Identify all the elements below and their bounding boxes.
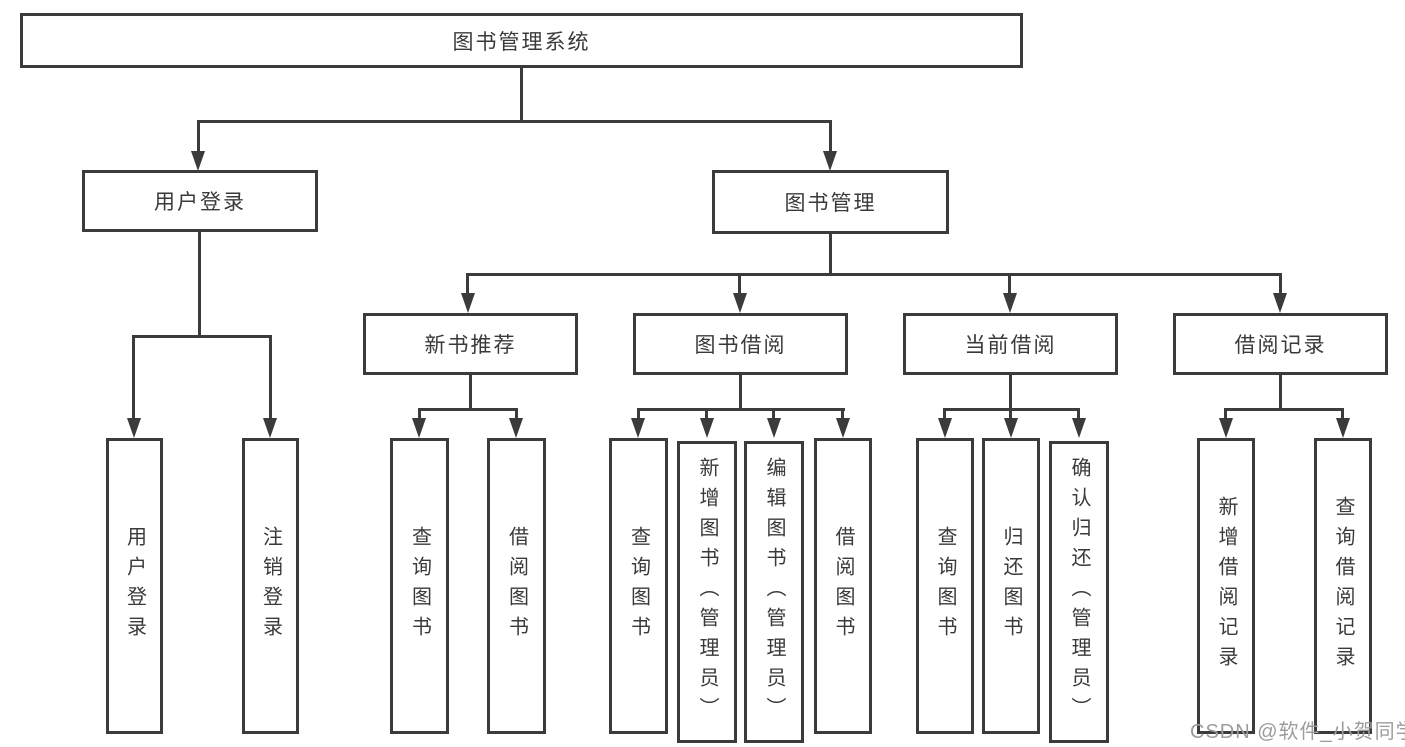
arrow-down-icon — [938, 418, 952, 438]
connector-line — [132, 335, 272, 338]
arrow-down-icon — [263, 418, 277, 438]
connector-line — [469, 375, 472, 411]
arrow-down-icon — [1072, 418, 1086, 438]
arrow-down-icon — [127, 418, 141, 438]
leaf-label: 查询图书 — [408, 526, 431, 646]
leaf-edit-books-admin: 编辑图书（管理员） — [744, 441, 804, 743]
connector-line — [1341, 408, 1344, 420]
connector-line — [841, 408, 844, 420]
connector-line — [637, 408, 845, 411]
arrow-down-icon — [767, 418, 781, 438]
connector-line — [132, 335, 135, 418]
arrow-down-icon — [412, 418, 426, 438]
arrow-down-icon — [1219, 418, 1233, 438]
arrow-down-icon — [1003, 293, 1017, 313]
leaf-label: 编辑图书（管理员） — [763, 457, 785, 727]
connector-line — [1224, 408, 1227, 420]
leaf-label: 用户登录 — [123, 526, 146, 646]
leaf-add-borrow-record: 新增借阅记录 — [1197, 438, 1255, 734]
leaf-confirm-return-admin: 确认归还（管理员） — [1049, 441, 1109, 743]
connector-line — [515, 408, 518, 420]
leaf-label: 查询图书 — [934, 526, 956, 646]
connector-line — [705, 408, 708, 420]
connector-line — [637, 408, 640, 420]
arrow-down-icon — [191, 151, 205, 171]
leaf-label: 查询借阅记录 — [1332, 496, 1354, 676]
node-current-borrowing: 当前借阅 — [903, 313, 1118, 375]
arrow-down-icon — [1336, 418, 1350, 438]
arrow-down-icon — [733, 293, 747, 313]
connector-line — [1279, 273, 1282, 295]
arrow-down-icon — [1273, 293, 1287, 313]
node-library-system: 图书管理系统 — [20, 13, 1023, 68]
connector-line — [1077, 408, 1080, 420]
arrow-down-icon — [509, 418, 523, 438]
leaf-logout: 注销登录 — [242, 438, 299, 734]
connector-line — [829, 120, 832, 153]
connector-line — [418, 408, 421, 420]
connector-line — [1008, 273, 1011, 295]
connector-line — [772, 408, 775, 420]
leaf-borrow-books-recommend: 借阅图书 — [487, 438, 546, 734]
leaf-add-books-admin: 新增图书（管理员） — [677, 441, 737, 743]
connector-line — [1224, 408, 1344, 411]
connector-line — [943, 408, 946, 420]
leaf-label: 归还图书 — [1000, 526, 1022, 646]
connector-line — [197, 120, 200, 153]
connector-line — [1009, 408, 1012, 420]
leaf-label: 注销登录 — [259, 526, 282, 646]
leaf-label: 查询图书 — [627, 526, 650, 646]
arrow-down-icon — [631, 418, 645, 438]
connector-line — [739, 375, 742, 411]
leaf-query-books-current: 查询图书 — [916, 438, 974, 734]
arrow-down-icon — [836, 418, 850, 438]
connector-line — [269, 335, 272, 418]
connector-line — [198, 232, 201, 337]
connector-line — [829, 234, 832, 275]
arrow-down-icon — [823, 151, 837, 171]
leaf-query-books-recommend: 查询图书 — [390, 438, 449, 734]
node-book-management: 图书管理 — [712, 170, 949, 234]
connector-line — [197, 120, 832, 123]
leaf-user-login: 用户登录 — [106, 438, 163, 734]
connector-line — [738, 273, 741, 295]
connector-line — [466, 273, 1282, 276]
arrow-down-icon — [700, 418, 714, 438]
leaf-label: 新增图书（管理员） — [696, 457, 718, 727]
leaf-query-books-borrowing: 查询图书 — [609, 438, 668, 734]
connector-line — [1009, 375, 1012, 411]
leaf-borrow-books: 借阅图书 — [814, 438, 872, 734]
leaf-label: 借阅图书 — [505, 526, 528, 646]
connector-line — [1279, 375, 1282, 411]
node-borrowing-records: 借阅记录 — [1173, 313, 1388, 375]
connector-line — [418, 408, 518, 411]
connector-line — [466, 273, 469, 295]
connector-line — [520, 68, 523, 122]
node-new-book-recommend: 新书推荐 — [363, 313, 578, 375]
watermark: CSDN @软件_小贺同学 — [1190, 721, 1405, 743]
leaf-label: 确认归还（管理员） — [1068, 457, 1090, 727]
leaf-query-borrow-record: 查询借阅记录 — [1314, 438, 1372, 734]
arrow-down-icon — [1004, 418, 1018, 438]
leaf-return-books: 归还图书 — [982, 438, 1040, 734]
node-user-login: 用户登录 — [82, 170, 318, 232]
leaf-label: 新增借阅记录 — [1215, 496, 1237, 676]
node-book-borrowing: 图书借阅 — [633, 313, 848, 375]
leaf-label: 借阅图书 — [832, 526, 854, 646]
arrow-down-icon — [461, 293, 475, 313]
